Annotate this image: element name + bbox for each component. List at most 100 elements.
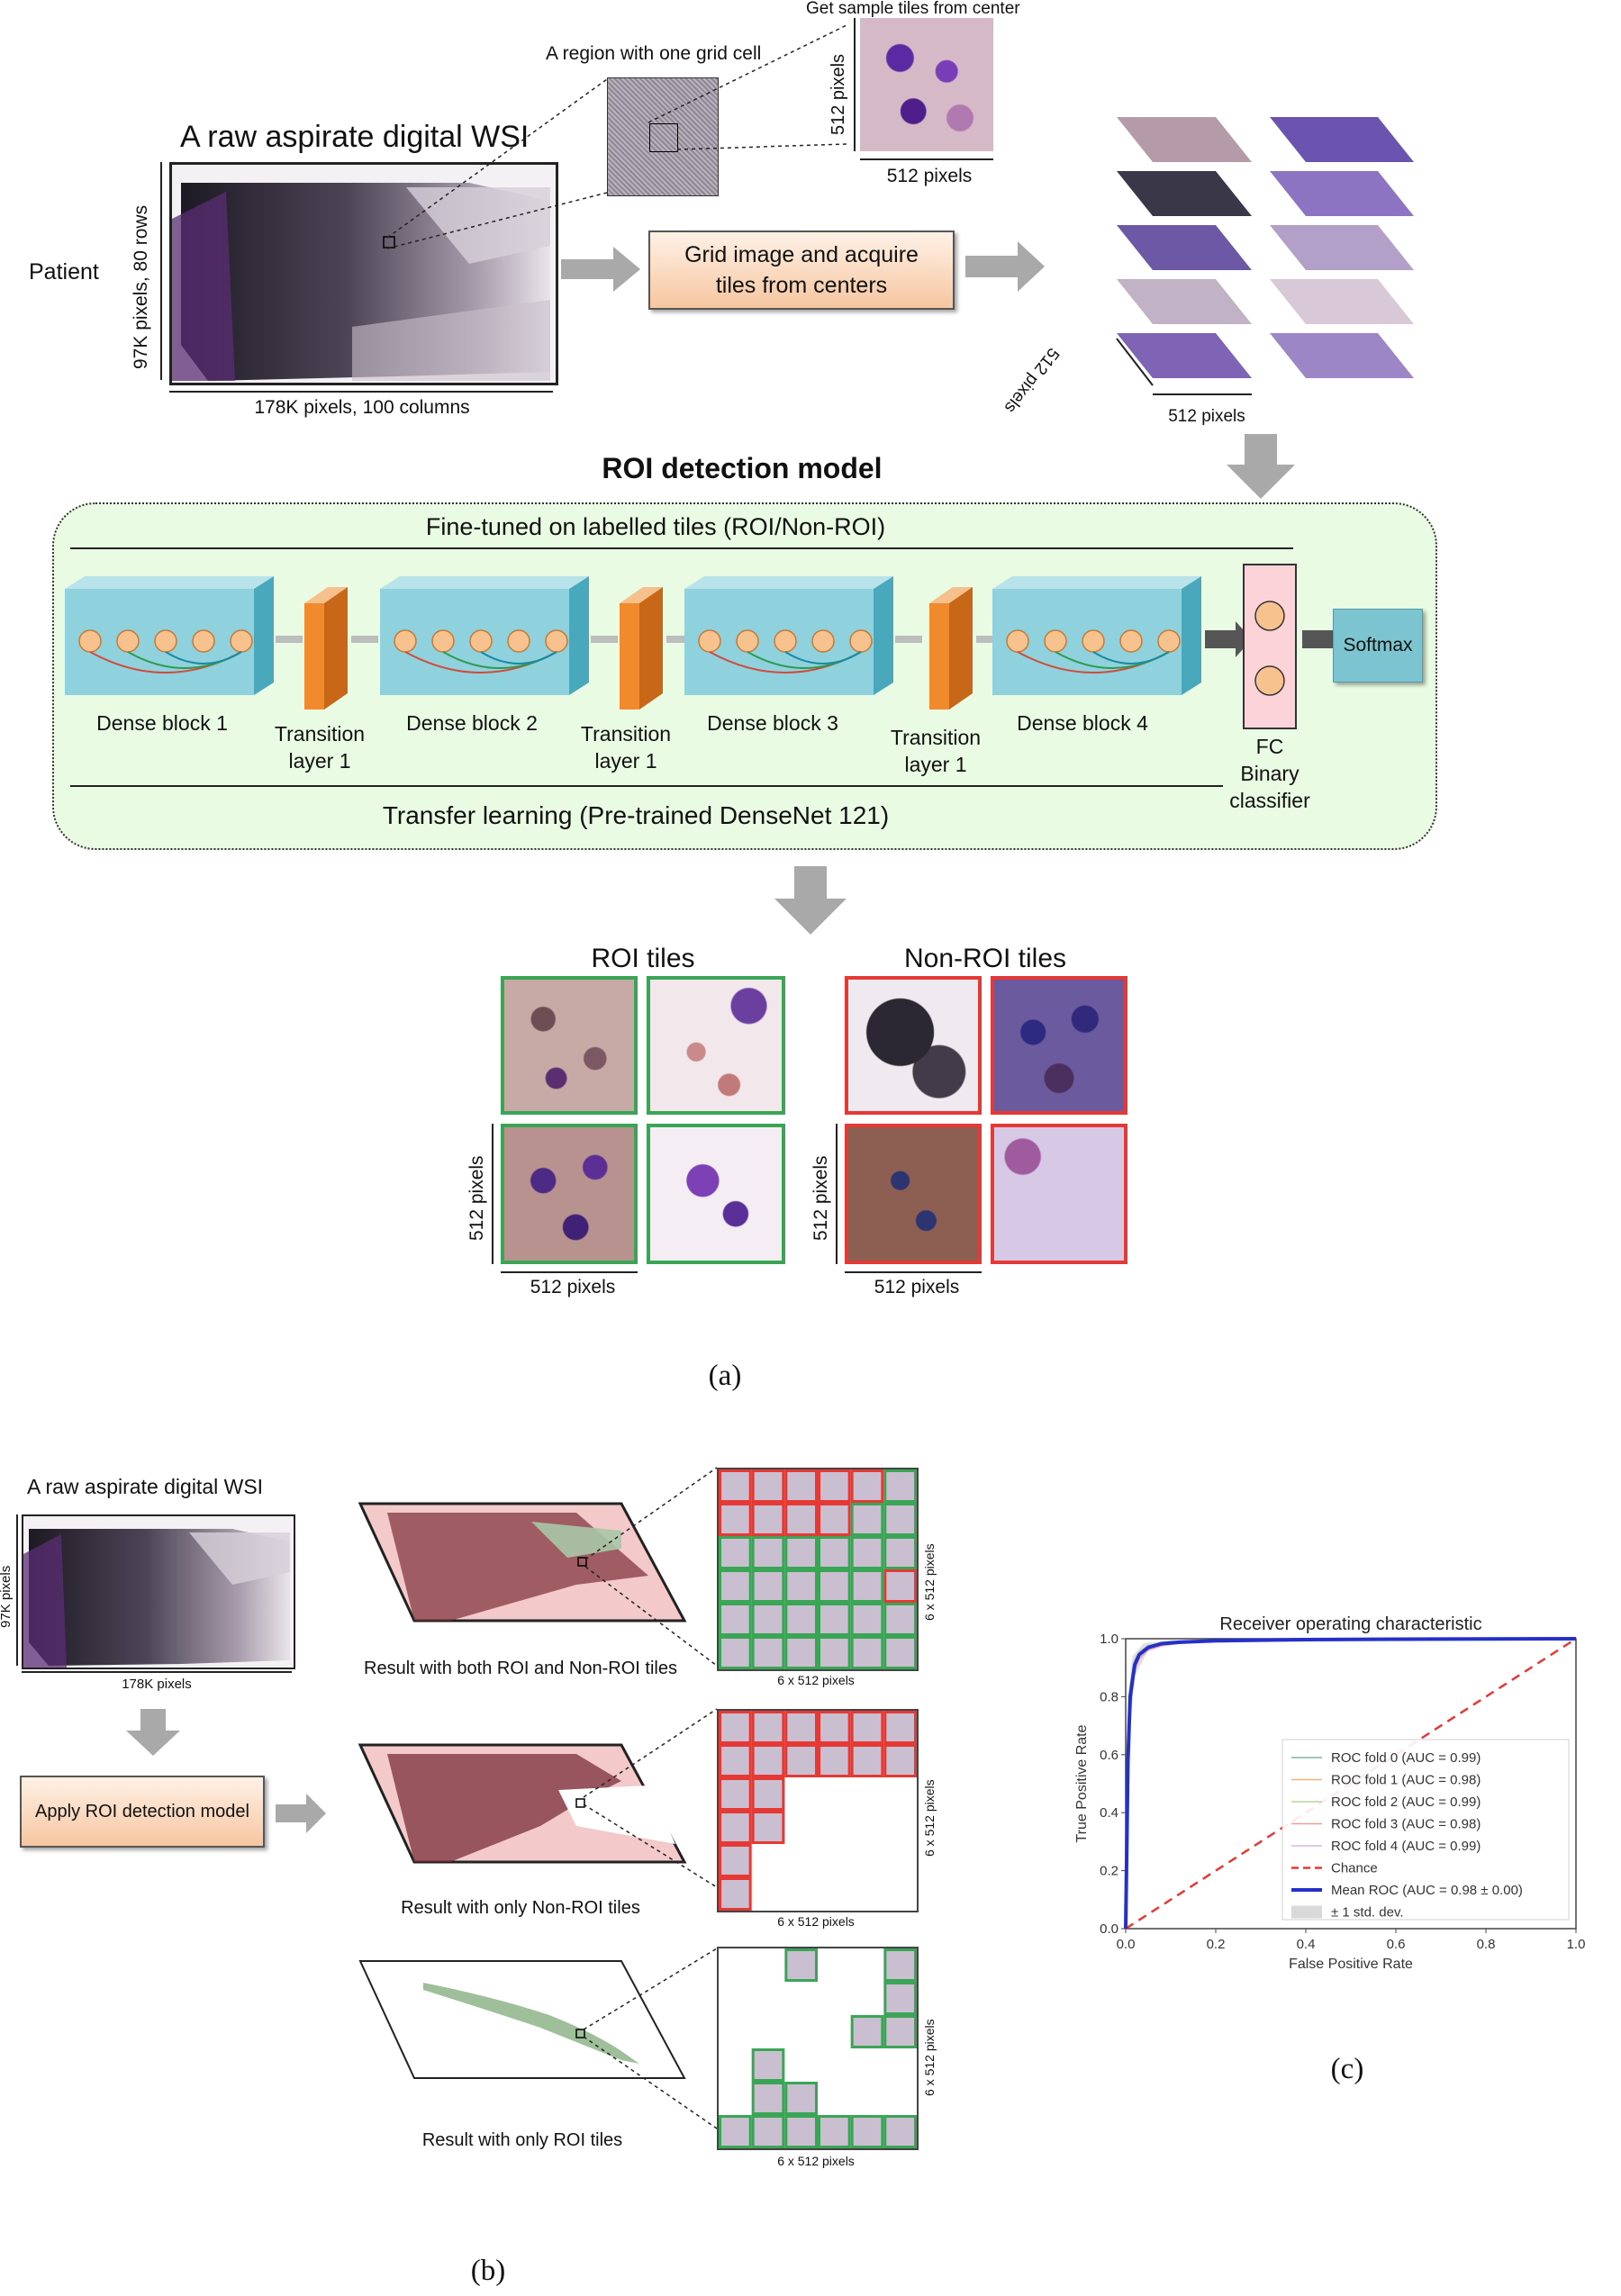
roi-grid-tile [784,1536,819,1569]
dense-block-2-shape [380,576,589,695]
roc-legend-label: ROC fold 3 (AUC = 0.98) [1331,1817,1481,1832]
roc-legend-label: ROC fold 1 (AUC = 0.98) [1331,1773,1481,1788]
roi-tile-4 [647,1124,785,1264]
sample-tile-image [860,18,993,151]
nonroi-grid-tile [719,1711,752,1744]
roi-grid-tile [883,1469,917,1503]
nonroi-height-bracket [836,1124,838,1264]
region-grid-cell [649,123,678,152]
roi-grid-tile [883,1982,917,2015]
roc-xtick-label: 0.0 [1117,1937,1136,1952]
grid-box-line2: tiles from centers [715,273,888,298]
fc-label-line1: FC [1255,735,1284,758]
roi-grid-tile [751,1536,785,1569]
roc-ytick-label: 0.4 [1100,1805,1118,1821]
wsi-width-bracket [169,391,553,393]
nonroi-grid-tile [850,1744,884,1777]
transition-1-label: Transition layer 1 [270,720,369,774]
nonroi-grid-tile [719,1844,752,1877]
grid-both [717,1468,919,1671]
densenet-diagram [65,576,1351,710]
roi-grid-tile [784,2115,819,2148]
roc-series-line-6 [1124,1637,1577,1930]
grid-box-line1: Grid image and acquire [684,242,919,267]
roc-xtick-label: 0.4 [1297,1937,1316,1952]
grid-nonroi [717,1709,919,1912]
nonroi-grid-tile [719,1777,752,1811]
roi-grid-tile [818,1636,851,1669]
nonroi-grid-tile [784,1469,819,1503]
nonroi-grid-tile [883,1569,917,1603]
nonroi-width-bracket [845,1271,982,1273]
caption-b: (b) [470,2255,506,2287]
roc-legend-label: ROC fold 2 (AUC = 0.99) [1331,1794,1481,1810]
roc-legend-box [1281,1739,1570,1921]
result-roi-label: Result with only ROI tiles [421,2130,623,2150]
roi-grid-tile [818,1536,851,1569]
roc-ytick-label: 1.0 [1100,1632,1118,1647]
stack-width-label: 512 pixels [1168,407,1245,426]
roi-grid-tile [719,1569,752,1603]
nonroi-grid-tile [850,1711,884,1744]
transition-1-line2: layer 1 [288,749,351,773]
nonroi-grid-tile [784,1711,819,1744]
roi-grid-tile [883,1948,917,1982]
roc-ytick-label: 0.2 [1100,1864,1118,1879]
roi-grid-tile [784,1948,819,1982]
transition-3-shape [929,587,973,710]
roi-tile-3 [501,1124,638,1264]
non-roi-tiles-title: Non-ROI tiles [903,944,1067,973]
transition-3-label: Transition layer 1 [886,724,985,778]
grid-both-bottom-label: 6 x 512 pixels [777,1673,855,1687]
nonroi-height-label: 512 pixels [810,1155,831,1241]
nonroi-grid-tile [719,1503,752,1536]
roi-grid-tile [883,1603,917,1636]
nonroi-grid-tile [719,1877,752,1911]
stack-side-label: 512 pixels [1000,344,1063,417]
b-arrow-down [126,1709,180,1756]
b-raw-wsi-image [22,1514,295,1669]
roc-legend-label: ROC fold 0 (AUC = 0.99) [1331,1750,1481,1766]
nonroi-grid-tile [751,1777,785,1811]
sample-height-bracket [854,18,856,151]
roc-ytick-label: 0.6 [1100,1748,1118,1763]
nonroi-grid-tile [818,1469,851,1503]
dense-block-1-label: Dense block 1 [96,711,228,735]
finetuned-label: Fine-tuned on labelled tiles (ROI/Non-RO… [425,513,886,540]
arrow-to-grid-box [561,247,642,292]
dense-block-2-label: Dense block 2 [406,711,538,735]
transition-2-shape [620,587,663,710]
roi-grid-tile [751,1636,785,1669]
roi-grid-tile [818,2115,851,2148]
apply-model-label: Apply ROI detection model [35,1801,249,1821]
roi-grid-tile [883,1536,917,1569]
non-roi-tile-2 [991,976,1127,1115]
roi-grid-tile [751,1569,785,1603]
roc-legend-label: ROC fold 4 (AUC = 0.99) [1331,1839,1481,1854]
roc-legend-label: Chance [1331,1861,1378,1876]
tile-stack-left-column [1117,117,1252,378]
nonroi-grid-tile [818,1503,851,1536]
model-title: ROI detection model [602,452,883,484]
dense-block-4-shape [992,576,1201,695]
nonroi-grid-tile [818,1711,851,1744]
b-width-bracket [22,1671,292,1673]
patient-label: Patient [29,259,99,285]
roi-grid-tile [883,2115,917,2148]
roi-grid-tile [850,1503,884,1536]
transition-1-line1: Transition [274,722,366,746]
roi-grid-tile [719,1603,752,1636]
raw-wsi-title: A raw aspirate digital WSI [180,120,530,154]
roi-tiles-title: ROI tiles [591,944,695,973]
nonroi-grid-tile [719,1469,752,1503]
nonroi-grid-tile [818,1744,851,1777]
nonroi-grid-tile [784,1744,819,1777]
roi-grid-tile [818,1569,851,1603]
nonroi-grid-tile [850,1469,884,1503]
non-roi-tile-3 [845,1124,982,1264]
region-image [607,77,719,196]
nonroi-grid-tile [751,1711,785,1744]
grid-acquire-box: Grid image and acquire tiles from center… [648,231,955,310]
roi-grid-tile [850,1536,884,1569]
roi-grid-tile [850,1636,884,1669]
